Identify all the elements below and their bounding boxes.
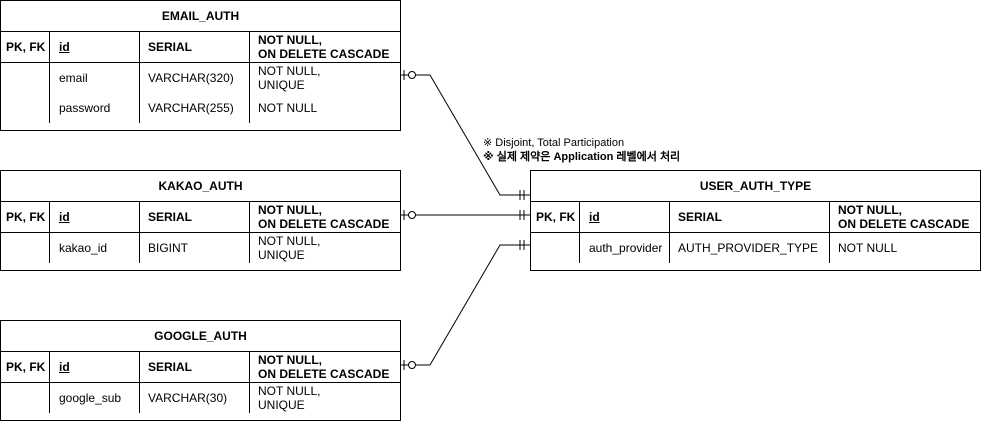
constraint-line: NOT NULL, bbox=[838, 203, 902, 217]
column-name-cell: email bbox=[50, 63, 140, 93]
table-title: USER_AUTH_TYPE bbox=[531, 171, 980, 202]
constraint-line: ON DELETE CASCADE bbox=[838, 217, 970, 231]
column-type-cell: SERIAL bbox=[140, 202, 250, 232]
constraint-cell: NOT NULL, ON DELETE CASCADE bbox=[250, 202, 400, 232]
relationship-note: ※ Disjoint, Total Participation ※ 실제 제약은… bbox=[483, 136, 680, 164]
key-cell: PK, FK bbox=[1, 202, 50, 232]
table-row[interactable]: email VARCHAR(320) NOT NULL, UNIQUE bbox=[1, 63, 400, 93]
zero-circle-kakao bbox=[408, 211, 416, 219]
constraint-line: NOT NULL, bbox=[258, 64, 321, 78]
constraint-cell: NOT NULL, ON DELETE CASCADE bbox=[250, 352, 400, 382]
constraint-line: NOT NULL, bbox=[258, 203, 322, 217]
note-line: ※ Disjoint, Total Participation bbox=[483, 137, 625, 149]
constraint-cell: NOT NULL, UNIQUE bbox=[250, 233, 400, 263]
zero-circle-google bbox=[408, 361, 416, 369]
constraint-cell: NOT NULL bbox=[838, 241, 898, 255]
column-type-cell: SERIAL bbox=[670, 202, 830, 232]
column-name-cell: id bbox=[50, 352, 140, 382]
constraint-line: ON DELETE CASCADE bbox=[258, 47, 390, 61]
column-type-cell: VARCHAR(255) bbox=[140, 93, 250, 123]
constraint-cell: NOT NULL, ON DELETE CASCADE bbox=[830, 202, 980, 232]
column-name-cell: password bbox=[50, 93, 140, 123]
constraint-line: NOT NULL, bbox=[258, 33, 322, 47]
constraint-line: UNIQUE bbox=[258, 248, 305, 262]
table-row-pk[interactable]: PK, FK id SERIAL NOT NULL, ON DELETE CAS… bbox=[1, 32, 400, 63]
table-title: EMAIL_AUTH bbox=[1, 1, 400, 32]
constraint-cell: NOT NULL, ON DELETE CASCADE bbox=[250, 32, 400, 62]
constraint-line: NOT NULL, bbox=[258, 234, 321, 248]
table-title: KAKAO_AUTH bbox=[1, 171, 400, 202]
key-cell bbox=[531, 233, 580, 263]
zero-circle-email bbox=[408, 71, 416, 79]
connector-email-user bbox=[400, 74, 530, 196]
column-name-cell: id bbox=[50, 32, 140, 62]
constraint-line: ON DELETE CASCADE bbox=[258, 367, 390, 381]
constraint-cell: NOT NULL, UNIQUE bbox=[250, 383, 400, 413]
table-row-pk[interactable]: PK, FK id SERIAL NOT NULL, ON DELETE CAS… bbox=[1, 352, 400, 383]
table-row-pk[interactable]: PK, FK id SERIAL NOT NULL, ON DELETE CAS… bbox=[1, 202, 400, 233]
constraint-cell: NOT NULL, UNIQUE bbox=[250, 63, 400, 93]
key-cell: PK, FK bbox=[1, 32, 50, 62]
key-cell: PK, FK bbox=[531, 202, 580, 232]
key-cell bbox=[1, 93, 50, 123]
column-type-cell: SERIAL bbox=[140, 32, 250, 62]
column-type-cell: VARCHAR(320) bbox=[140, 63, 250, 93]
table-title: GOOGLE_AUTH bbox=[1, 321, 400, 352]
column-name-cell: google_sub bbox=[50, 383, 140, 413]
google-auth-table[interactable]: GOOGLE_AUTH PK, FK id SERIAL NOT NULL, O… bbox=[0, 320, 401, 421]
column-name-cell: id bbox=[580, 202, 670, 232]
column-name-cell: kakao_id bbox=[50, 233, 140, 263]
email-auth-table[interactable]: EMAIL_AUTH PK, FK id SERIAL NOT NULL, ON… bbox=[0, 0, 401, 131]
constraint-line: NOT NULL, bbox=[258, 384, 321, 398]
column-name-cell: id bbox=[50, 202, 140, 232]
key-cell bbox=[1, 233, 50, 263]
connector-google-user bbox=[400, 244, 530, 366]
table-row[interactable]: kakao_id BIGINT NOT NULL, UNIQUE bbox=[1, 233, 400, 263]
table-row[interactable]: google_sub VARCHAR(30) NOT NULL, UNIQUE bbox=[1, 383, 400, 413]
column-name-cell: auth_provider bbox=[580, 233, 670, 263]
note-line: ※ 실제 제약은 Application 레벨에서 처리 bbox=[483, 151, 681, 163]
constraint-line: NOT NULL, bbox=[258, 353, 322, 367]
kakao-auth-table[interactable]: KAKAO_AUTH PK, FK id SERIAL NOT NULL, ON… bbox=[0, 170, 401, 271]
table-row[interactable]: auth_provider AUTH_PROVIDER_TYPE NOT NUL… bbox=[531, 233, 980, 263]
constraint-line: ON DELETE CASCADE bbox=[258, 217, 390, 231]
constraint-line: UNIQUE bbox=[258, 398, 305, 412]
column-type-cell: SERIAL bbox=[140, 352, 250, 382]
table-row-pk[interactable]: PK, FK id SERIAL NOT NULL, ON DELETE CAS… bbox=[531, 202, 980, 233]
key-cell bbox=[1, 63, 50, 93]
key-cell: PK, FK bbox=[1, 352, 50, 382]
constraint-line: UNIQUE bbox=[258, 78, 305, 92]
column-type-cell: AUTH_PROVIDER_TYPE bbox=[670, 233, 830, 263]
user-auth-type-table[interactable]: USER_AUTH_TYPE PK, FK id SERIAL NOT NULL… bbox=[530, 170, 981, 271]
constraint-cell: NOT NULL bbox=[258, 101, 318, 115]
column-type-cell: BIGINT bbox=[140, 233, 250, 263]
key-cell bbox=[1, 383, 50, 413]
column-type-cell: VARCHAR(30) bbox=[140, 383, 250, 413]
table-row[interactable]: password VARCHAR(255) NOT NULL bbox=[1, 93, 400, 132]
